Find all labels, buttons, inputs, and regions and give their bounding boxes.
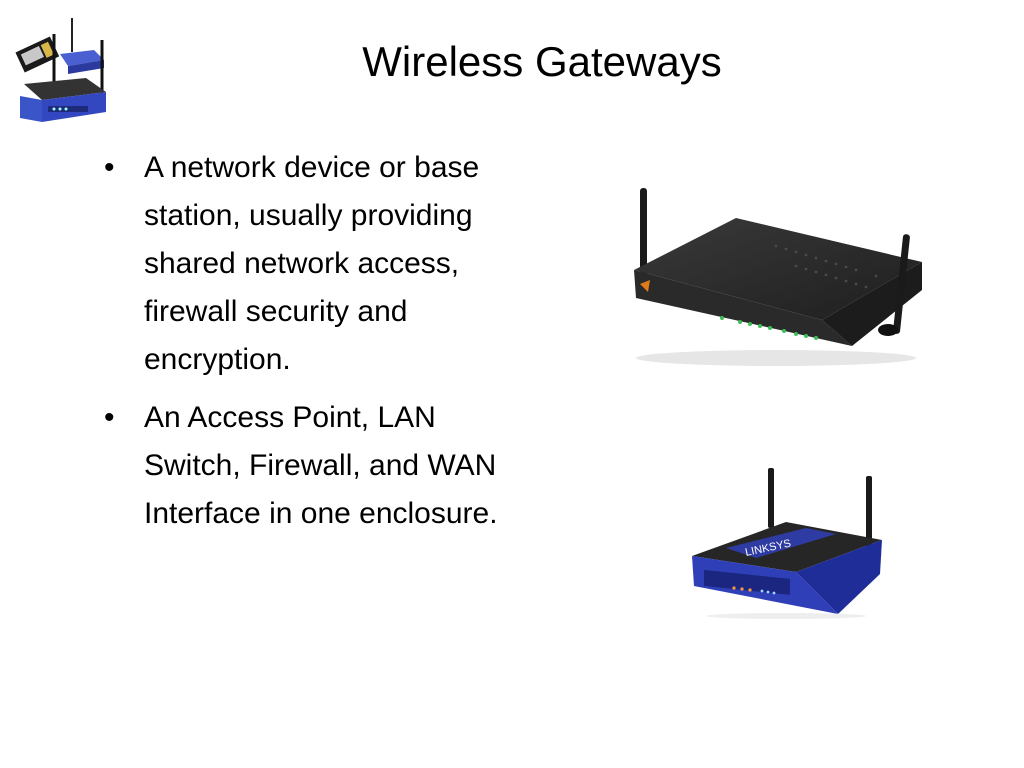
slide-title: Wireless Gateways (362, 38, 722, 85)
black-wireless-router-image (634, 188, 922, 366)
bullet-list: • A network device or base station, usua… (104, 144, 504, 548)
bullet-text: An Access Point, LAN Switch, Firewall, a… (144, 401, 498, 530)
bullet-marker: • (104, 151, 115, 184)
bullet-item: • A network device or base station, usua… (104, 144, 504, 384)
router-and-pc-card-icon (15, 18, 106, 122)
bullet-marker: • (104, 401, 115, 434)
bullet-item: • An Access Point, LAN Switch, Firewall,… (104, 394, 504, 538)
linksys-wireless-router-image: LINKSYS (692, 468, 882, 619)
bullet-text: A network device or base station, usuall… (144, 151, 480, 376)
